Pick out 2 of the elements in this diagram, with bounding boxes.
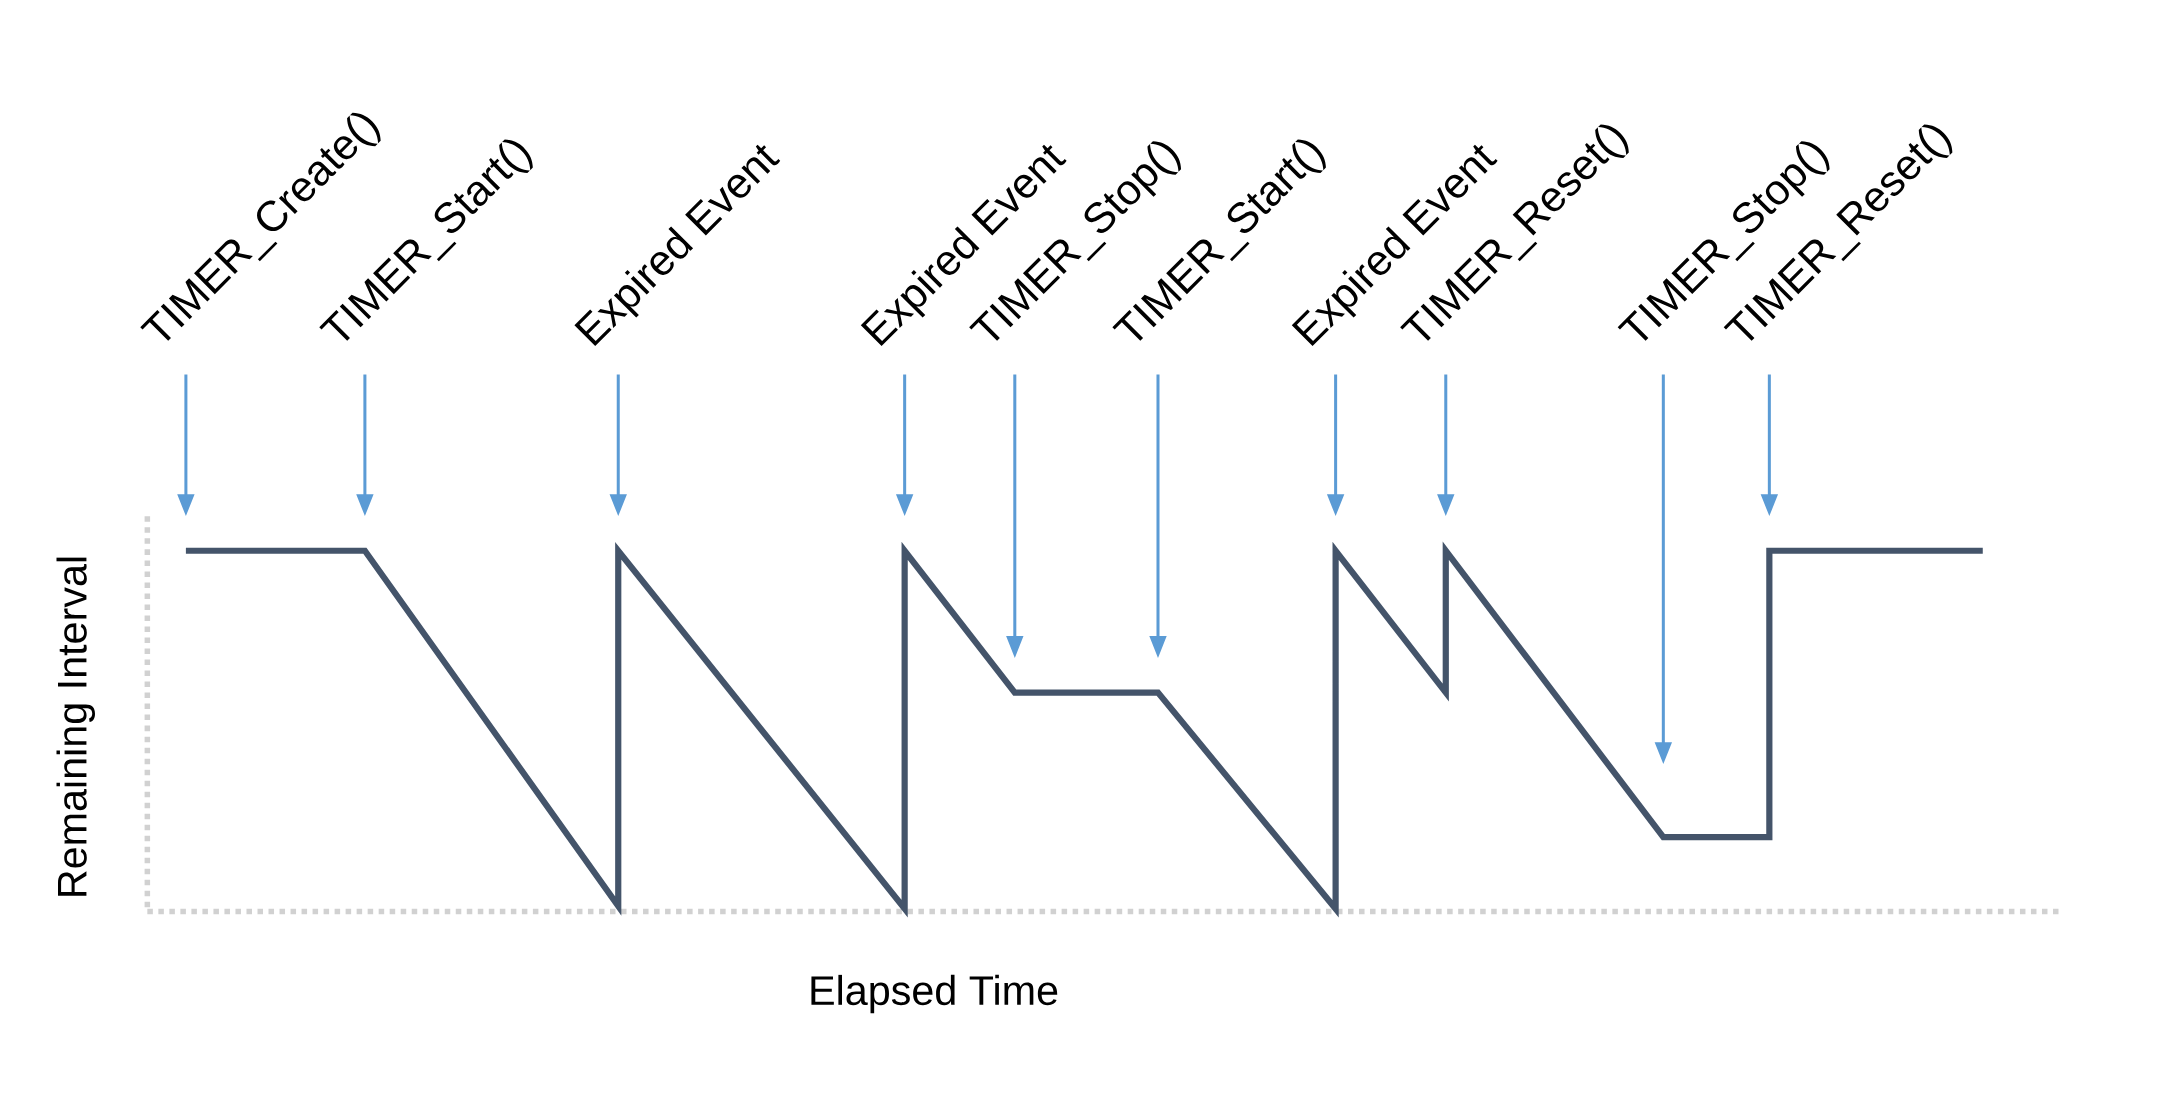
axis-label: Elapsed Time [811, 975, 1058, 1014]
axis-label: Remaining Interval [56, 557, 95, 897]
